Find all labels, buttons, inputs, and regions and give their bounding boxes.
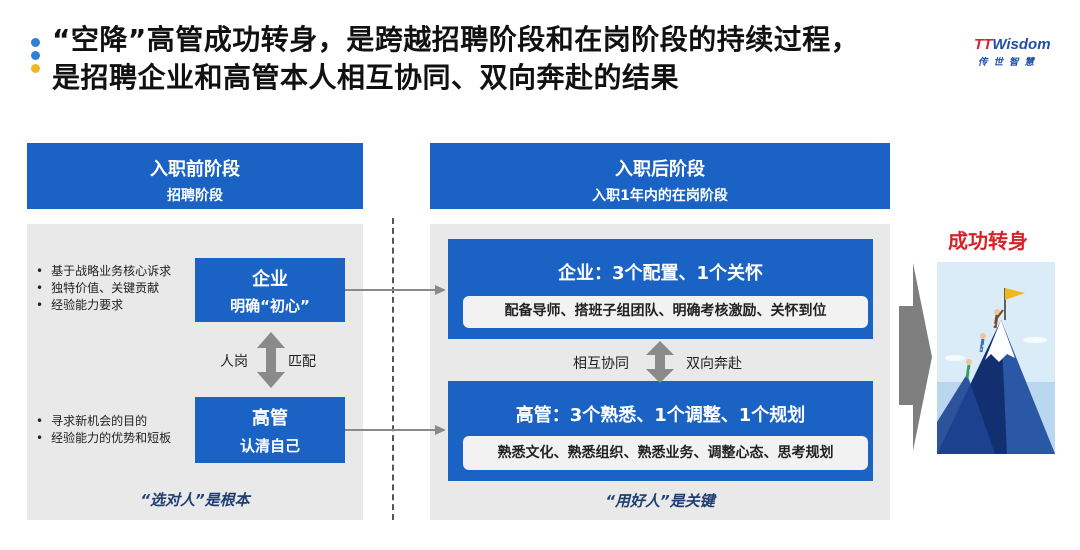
coop-double-arrow	[646, 341, 674, 383]
company-measures-title: 企业：3个配置、1个关怀	[557, 263, 764, 284]
executive-box-subtitle: 认清自己	[239, 437, 300, 455]
page-title-line-1: “空降”高管成功转身，是跨越招聘阶段和在岗阶段的持续过程，	[52, 23, 860, 56]
list-item: 基于战略业务核心诉求	[36, 263, 171, 280]
match-label-right: 匹配	[288, 354, 316, 370]
logo-chinese-text: 传世智慧	[978, 57, 1041, 68]
post-onboarding-footer: “用好人”是关键	[605, 492, 715, 510]
coop-label-left: 相互协同	[573, 356, 629, 372]
pre-onboarding-subtitle: 招聘阶段	[167, 188, 223, 204]
executive-measures-detail: 熟悉文化、熟悉组织、熟悉业务、调整心态、思考规划	[463, 436, 868, 470]
company-needs-list: 基于战略业务核心诉求 独特价值、关键贡献 经验能力要求	[36, 263, 171, 314]
executive-box: 高管 认清自己	[195, 397, 345, 463]
executive-box-title: 高管	[252, 408, 288, 429]
company-box: 企业 明确“初心”	[195, 258, 345, 322]
page-title-line-2: 是招聘企业和高管本人相互协同、双向奔赴的结果	[52, 61, 680, 94]
executive-measures-box: 高管：3个熟悉、1个调整、1个规划 熟悉文化、熟悉组织、熟悉业务、调整心态、思考…	[448, 381, 873, 481]
post-onboarding-title: 入职后阶段	[615, 159, 705, 180]
post-onboarding-header: 入职后阶段 入职1年内的在岗阶段	[430, 143, 890, 209]
blue-dot-icon	[31, 51, 40, 60]
coop-label-right: 双向奔赴	[686, 356, 742, 372]
pre-onboarding-header: 入职前阶段 招聘阶段	[27, 143, 363, 209]
phase-divider	[392, 218, 394, 520]
executive-needs-list: 寻求新机会的目的 经验能力的优势和短板	[36, 413, 171, 447]
pre-onboarding-title: 入职前阶段	[150, 159, 240, 180]
yellow-dot-icon	[31, 64, 40, 73]
connector-arrow	[345, 285, 446, 295]
company-box-title: 企业	[252, 269, 288, 290]
match-label-left: 人岗	[220, 354, 248, 370]
list-item: 寻求新机会的目的	[36, 413, 171, 430]
company-box-subtitle: 明确“初心”	[230, 297, 310, 315]
company-measures-detail: 配备导师、搭班子组团队、明确考核激励、关怀到位	[463, 296, 868, 328]
list-item: 独特价值、关键贡献	[36, 280, 171, 297]
mountain-summit-illustration	[937, 262, 1055, 454]
blue-dot-icon	[31, 38, 40, 47]
ttwisdom-logo: TTWisdom 传世智慧	[974, 36, 1074, 68]
connector-arrow	[345, 425, 446, 435]
list-item: 经验能力的优势和短板	[36, 430, 171, 447]
outcome-label: 成功转身	[948, 229, 1028, 253]
list-item: 经验能力要求	[36, 297, 171, 314]
executive-measures-title: 高管：3个熟悉、1个调整、1个规划	[515, 405, 806, 426]
pre-onboarding-footer: “选对人”是根本	[140, 491, 250, 509]
outcome-arrow-icon	[899, 263, 932, 451]
logo-text: TTWisdom	[974, 36, 1051, 53]
post-onboarding-subtitle: 入职1年内的在岗阶段	[592, 188, 728, 204]
match-double-arrow	[257, 332, 285, 388]
company-measures-box: 企业：3个配置、1个关怀 配备导师、搭班子组团队、明确考核激励、关怀到位	[448, 239, 873, 339]
